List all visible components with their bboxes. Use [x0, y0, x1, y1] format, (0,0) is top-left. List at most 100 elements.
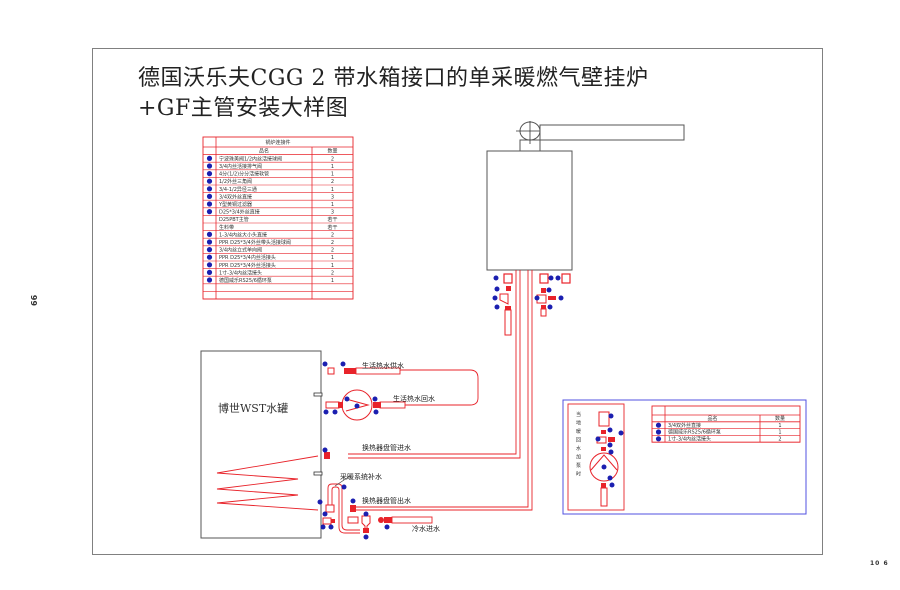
- fitting-icon: [338, 402, 343, 408]
- part-badge-icon: [206, 201, 213, 207]
- valve-icon: [324, 452, 330, 459]
- tee-icon: [499, 293, 509, 305]
- pipe-stub: [504, 309, 512, 336]
- fitting-icon: [601, 483, 606, 488]
- part-qty: 若干: [327, 216, 337, 223]
- table-row: 德国威乐RS25/6循环泵 1: [206, 277, 334, 284]
- side-label-char: 时: [576, 471, 581, 478]
- tank-body: [200, 350, 322, 539]
- part-badge-icon: [206, 186, 213, 192]
- boiler-body: [486, 150, 573, 271]
- fitting-icon: [384, 517, 392, 523]
- part-qty: 1: [331, 263, 334, 269]
- part-qty: 1: [331, 202, 334, 208]
- coil-connections: 换热器盘管进水 采暖系统补水 换热器盘管出水 冷水进水: [322, 443, 440, 534]
- table-frame: [651, 405, 801, 443]
- table-row: 3/4内丝立式单向阀 2: [206, 247, 334, 254]
- table-row: PPR D25*3/4外丝活接头 1: [206, 262, 334, 269]
- table-row: 1寸-3/4内丝活接头 2: [206, 269, 334, 276]
- fitting-icon: [322, 517, 332, 525]
- part-qty: 1: [331, 278, 334, 284]
- part-badge-icon: [206, 262, 213, 268]
- part-qty: 3: [331, 210, 334, 216]
- part-qty: 2: [331, 156, 334, 162]
- part-badge-icon: [206, 155, 213, 161]
- main-pipes: [348, 270, 533, 511]
- fitting-icon: [331, 519, 335, 523]
- part-name: 4分(1/2)分分活接软管: [219, 171, 269, 178]
- heat-exchanger-coil: [216, 455, 319, 511]
- valve-icon: [539, 273, 549, 284]
- fitting-icon: [541, 288, 546, 293]
- part-name: 1-3/4内丝大小头直接: [219, 231, 267, 238]
- part-badge-icon: [655, 422, 662, 428]
- part-name: D25PBT主管: [219, 216, 249, 223]
- drawing-frame: [92, 48, 823, 555]
- pump-arrow: [345, 398, 370, 412]
- side-label-char: 回: [576, 438, 581, 444]
- pipe-heating-makeup-inner: [331, 486, 360, 534]
- part-name: 1/2外丝三角阀: [219, 178, 252, 185]
- part-name: PPR D25*3/4外丝活接头: [219, 262, 276, 269]
- part-qty: 2: [331, 179, 334, 185]
- valve-icon: [561, 273, 571, 284]
- part-name: 宁波珠美阀1/2内丝活接球阀: [219, 155, 282, 162]
- part-qty: 2: [778, 436, 781, 442]
- part-qty: 1: [778, 430, 781, 436]
- floor-heating-pump-icon: [589, 452, 619, 482]
- table-row: D25PBT主管 若干: [219, 216, 338, 223]
- wall-boiler: [486, 121, 685, 271]
- part-name: 1寸-3/4内丝活接头: [219, 269, 262, 276]
- tee-icon: [325, 504, 335, 513]
- label-hot-return: 生活热水回水: [393, 394, 435, 403]
- part-qty: 2: [331, 232, 334, 238]
- valve-icon: [373, 402, 381, 408]
- fitting-icon: [363, 528, 369, 533]
- part-name: 3/4内丝活接排气阀: [219, 163, 262, 170]
- fitting-icon: [601, 430, 606, 434]
- part-name: 3/4-1/2异径三通: [219, 186, 257, 193]
- tank-label: 博世WST水罐: [218, 402, 288, 415]
- pipe-coil-out-outer: [352, 270, 529, 508]
- part-qty: 1: [778, 423, 781, 429]
- part-badge-icon: [206, 269, 213, 275]
- fitting-icon: [347, 516, 359, 524]
- label-coil-out: 换热器盘管出水: [362, 496, 411, 505]
- tee-icon: [361, 515, 371, 531]
- pipe-hot-supply-stub: [355, 367, 401, 375]
- table-header-qty: 数量: [775, 415, 785, 422]
- part-badge-icon: [206, 239, 213, 245]
- part-qty: 1: [331, 172, 334, 178]
- label-cold-in: 冷水进水: [412, 524, 440, 533]
- table-row: 宁波珠美阀1/2内丝活接球阀 2: [206, 155, 334, 162]
- table-row: 1/2外丝三角阀 2: [206, 178, 334, 185]
- table-frame: [202, 136, 354, 300]
- part-name: PPR D25*3/4外丝带头活接球阀: [219, 239, 291, 246]
- label-heating-makeup: 采暖系统补水: [340, 472, 382, 481]
- fitting-icon: [325, 401, 340, 409]
- part-badge-icon: [655, 436, 662, 442]
- pump-arrow: [590, 454, 618, 471]
- part-qty: 2: [331, 248, 334, 254]
- part-name: 德国威乐RS25/6循环泵: [219, 277, 272, 284]
- part-qty: 2: [331, 270, 334, 276]
- fitting-icon: [548, 296, 556, 300]
- label-coil-in: 换热器盘管进水: [362, 443, 411, 452]
- fitting-icon: [505, 306, 511, 310]
- fitting-icon: [601, 447, 606, 451]
- table-title: 锅炉连接件: [265, 139, 290, 146]
- valve-icon: [503, 273, 513, 284]
- part-name: 3/4内丝立式单向阀: [219, 247, 262, 254]
- table-row: 4分(1/2)分分活接软管 1: [206, 171, 334, 178]
- part-badge-icon: [206, 193, 213, 199]
- valve-icon: [378, 517, 384, 523]
- valve-icon: [350, 505, 356, 512]
- pipe-coil-in-inner: [348, 270, 521, 459]
